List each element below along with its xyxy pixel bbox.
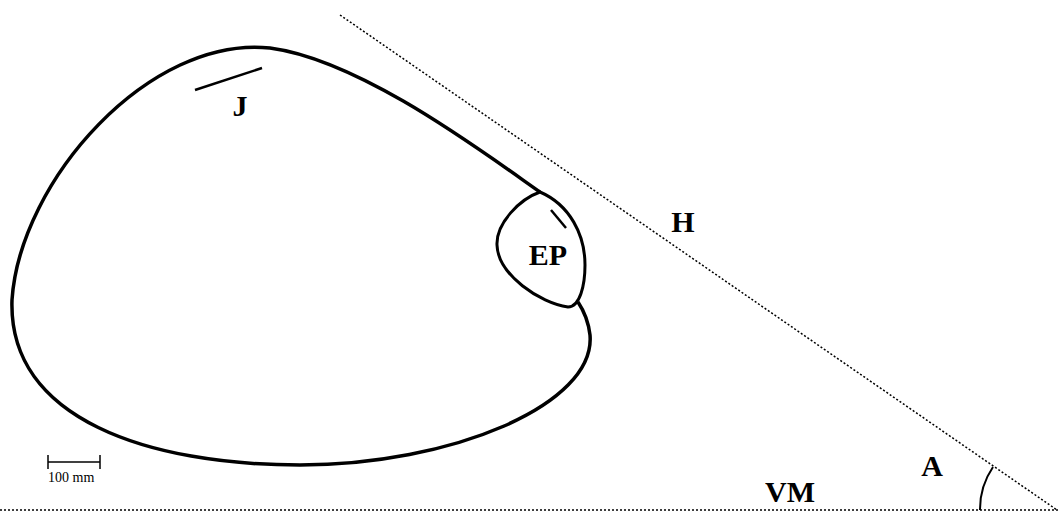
part-label: EP	[529, 240, 567, 270]
part-label: J	[233, 91, 248, 121]
angle-arc	[980, 467, 993, 510]
orbit-line	[551, 210, 566, 228]
scale-label: 100 mm	[48, 471, 94, 485]
reference-line	[340, 15, 1057, 510]
skull-outline	[12, 47, 590, 465]
line-label: H	[671, 207, 694, 237]
line-label: VM	[765, 477, 815, 507]
orbit-region: EP	[490, 185, 590, 315]
scale-bar	[48, 455, 100, 469]
orbit-outline-path	[497, 192, 585, 307]
ventral-margin-line	[0, 509, 1059, 511]
angle-label: A	[921, 451, 943, 481]
jaw-line	[195, 68, 262, 90]
